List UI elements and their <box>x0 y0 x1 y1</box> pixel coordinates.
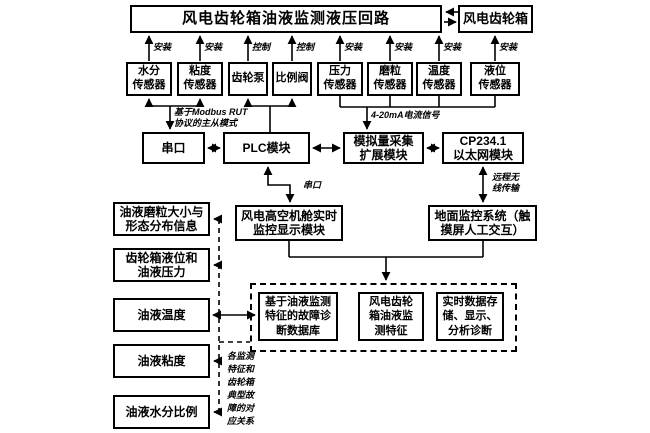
node-analog-module-line2: 扩展模块 <box>359 148 408 162</box>
node-moisture-sensor-line1: 水分 <box>138 65 160 78</box>
sensor-bus-lines <box>144 96 496 132</box>
edge-label-control-2: 控制 <box>296 42 315 52</box>
node-ground-monitoring-system: 地面监控系统（触 摸屏人工交互） <box>428 205 537 241</box>
edge-label-control-1: 控制 <box>252 42 271 52</box>
node-storage-line3: 分析诊断 <box>448 324 492 337</box>
node-wear-particle-sensor-line2: 传感器 <box>373 79 407 91</box>
node-database-line2: 特征的故障诊 <box>265 310 331 323</box>
dashed-feature-links <box>213 214 250 417</box>
node-nacelle-display-module: 风电高空机舱实时 监控显示模块 <box>235 205 343 241</box>
node-hydraulic-circuit-label: 风电齿轮箱油液监测液压回路 <box>181 10 390 27</box>
edge-label-serial-link: 串口 <box>303 180 322 190</box>
node-proportional-valve: 比例阀 <box>272 62 312 96</box>
node-plc-module-label: PLC模块 <box>242 140 291 155</box>
node-moisture-sensor-line2: 传感器 <box>132 79 166 91</box>
node-wear-particle-sensor: 磨粒 传感器 <box>367 62 413 96</box>
node-wear-particle-info: 油液磨粒大小与 形态分布信息 <box>113 202 210 236</box>
node-temperature-sensor-line2: 传感器 <box>422 79 456 91</box>
node-ethernet-module-line1: CP234.1 <box>459 133 507 148</box>
edge-label-install-3: 安装 <box>344 42 363 52</box>
edge-label-current-signal: 4-20mA电流信号 <box>371 110 440 120</box>
note-feature-fault-mapping: 各监测 特征和 齿轮箱 典型故 障的对 应关系 <box>227 351 255 427</box>
node-level-sensor-line1: 液位 <box>484 65 506 78</box>
edge-label-install-5: 安装 <box>443 42 462 52</box>
node-gear-pump: 齿轮泵 <box>228 62 268 96</box>
node-temperature-sensor: 温度 传感器 <box>416 62 462 96</box>
edge-label-install-4: 安装 <box>394 42 413 52</box>
node-wind-gearbox-label: 风电齿轮箱 <box>462 11 528 27</box>
top-link-arrows <box>444 7 458 27</box>
node-gear-pump-label: 齿轮泵 <box>231 72 265 85</box>
node-nacelle-line2: 监控显示模块 <box>252 223 325 237</box>
module-link-arrows <box>207 143 488 203</box>
node-fault-diagnosis-database: 基于油液监测 特征的故障诊 断数据库 <box>258 292 338 341</box>
node-pressure-sensor: 压力 传感器 <box>317 62 363 96</box>
edge-label-modbus-line1: 基于Modbus RUT <box>174 107 248 117</box>
node-ethernet-module-line2: 以太网模块 <box>452 148 513 162</box>
edge-label-install-6: 安装 <box>499 42 518 52</box>
node-features-line1: 风电齿轮 <box>369 296 413 309</box>
node-level-pressure-info-line2: 油液压力 <box>137 265 186 279</box>
node-analog-acquisition-module: 模拟量采集 扩展模块 <box>343 132 424 164</box>
node-ground-line1: 地面监控系统（触 <box>434 208 531 223</box>
node-wind-gearbox: 风电齿轮箱 <box>458 5 533 33</box>
diagnosis-dashed-group <box>250 283 517 352</box>
node-plc-module: PLC模块 <box>223 132 310 164</box>
node-oil-monitoring-features: 风电齿轮 箱油液监 测特征 <box>358 292 424 341</box>
node-pressure-sensor-line1: 压力 <box>329 65 351 78</box>
node-storage-line1: 实时数据存 <box>442 296 498 309</box>
node-serial-port: 串口 <box>142 132 205 164</box>
node-wear-particle-info-line1: 油液磨粒大小与 <box>119 204 204 219</box>
edge-label-wireless-line1: 远程无 <box>492 172 520 182</box>
node-analog-module-line1: 模拟量采集 <box>353 133 414 148</box>
node-level-pressure-info-line1: 齿轮箱液位和 <box>125 250 198 265</box>
node-storage-line2: 储、显示、 <box>442 310 498 323</box>
edge-label-wireless-line2: 线传输 <box>492 183 520 193</box>
node-oil-temperature: 油液温度 <box>113 298 210 332</box>
node-wear-particle-info-line2: 形态分布信息 <box>125 219 198 233</box>
node-pressure-sensor-line2: 传感器 <box>323 79 357 91</box>
node-proportional-valve-label: 比例阀 <box>275 72 309 85</box>
node-moisture-sensor: 水分 传感器 <box>126 62 172 96</box>
node-oil-viscosity: 油液粘度 <box>113 344 210 378</box>
node-database-line1: 基于油液监测 <box>265 296 331 309</box>
node-serial-port-label: 串口 <box>161 140 186 155</box>
node-oil-viscosity-label: 油液粘度 <box>137 353 186 368</box>
node-viscosity-sensor: 粘度 传感器 <box>177 62 223 96</box>
node-wear-particle-sensor-line1: 磨粒 <box>379 65 401 78</box>
node-data-storage-analysis: 实时数据存 储、显示、 分析诊断 <box>436 292 504 341</box>
install-arrows <box>144 35 500 61</box>
edge-label-modbus-line2: 协议的主从模式 <box>174 118 238 128</box>
downstream-lines <box>212 241 484 320</box>
node-features-line3: 测特征 <box>374 324 408 337</box>
node-level-sensor-line2: 传感器 <box>478 79 512 91</box>
node-ethernet-module: CP234.1 以太网模块 <box>442 132 524 164</box>
node-nacelle-line1: 风电高空机舱实时 <box>240 208 337 223</box>
edge-label-install-1: 安装 <box>153 42 172 52</box>
node-oil-moisture-ratio-label: 油液水分比例 <box>125 404 198 419</box>
node-oil-temperature-label: 油液温度 <box>137 307 186 322</box>
edge-label-install-2: 安装 <box>204 42 223 52</box>
node-viscosity-sensor-line1: 粘度 <box>189 65 211 78</box>
node-temperature-sensor-line1: 温度 <box>428 65 450 78</box>
node-features-line2: 箱油液监 <box>369 310 413 323</box>
node-oil-moisture-ratio: 油液水分比例 <box>113 395 210 429</box>
node-hydraulic-circuit: 风电齿轮箱油液监测液压回路 <box>130 5 442 33</box>
node-database-line3: 断数据库 <box>276 324 320 337</box>
node-level-sensor: 液位 传感器 <box>470 62 520 96</box>
node-viscosity-sensor-line2: 传感器 <box>183 79 217 91</box>
node-ground-line2: 摸屏人工交互） <box>440 223 525 237</box>
node-level-pressure-info: 齿轮箱液位和 油液压力 <box>113 248 210 282</box>
